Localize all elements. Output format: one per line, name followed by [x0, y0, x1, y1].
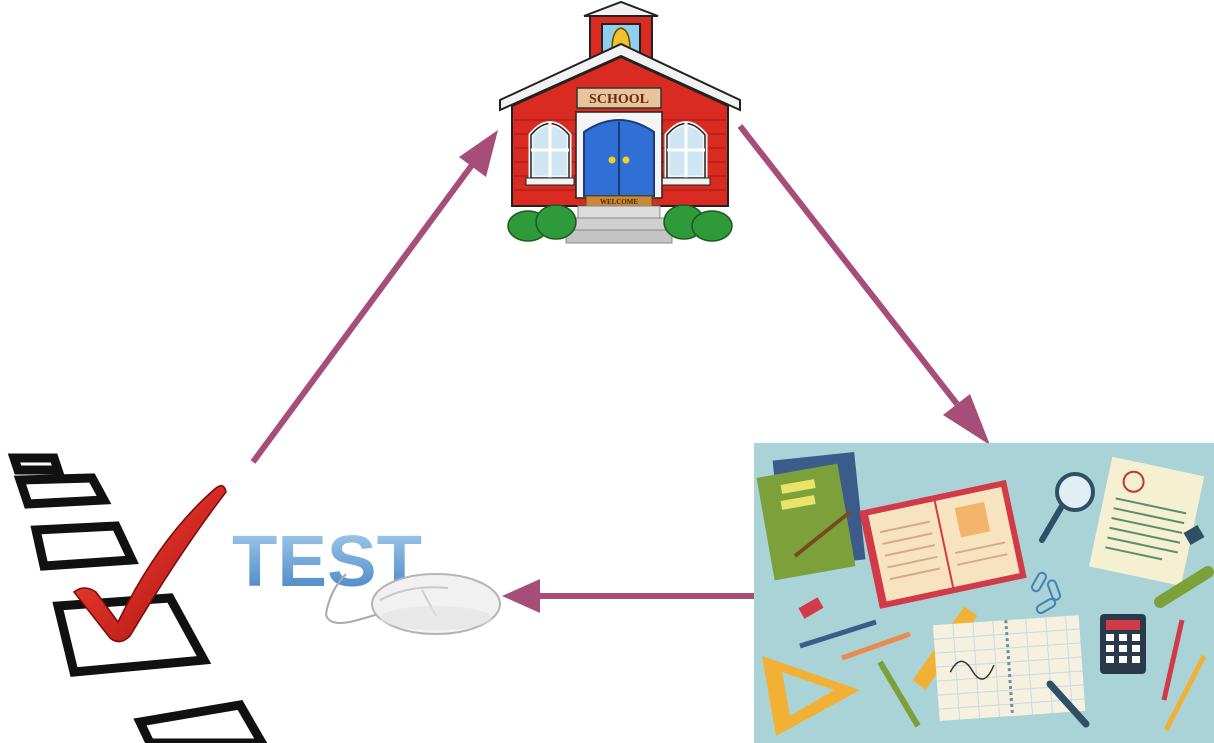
school-bushes [507, 204, 733, 242]
welcome-mat-text: WELCOME [600, 198, 638, 206]
school-window-left [525, 121, 575, 186]
schoolhouse-icon: SCHOOL [499, 0, 741, 244]
arrow-test-to-school [250, 130, 498, 464]
arrow-school-to-study [737, 124, 990, 445]
bell-icon [611, 27, 631, 51]
test-checklist-icon: TEST [7, 453, 501, 743]
study-desk-icon [756, 452, 1214, 736]
school-sign-text: SCHOOL [589, 92, 649, 107]
study-node [754, 443, 1214, 743]
school-window-right [661, 121, 711, 186]
mouse-cable [324, 573, 379, 624]
school-node: SCHOOL [499, 0, 741, 244]
school-door [575, 111, 663, 199]
test-node: TEST [7, 453, 501, 743]
cycle-arrows [250, 124, 990, 613]
arrow-study-to-test [502, 579, 756, 613]
check-mark-icon [72, 485, 227, 643]
computer-mouse-icon [371, 573, 501, 635]
